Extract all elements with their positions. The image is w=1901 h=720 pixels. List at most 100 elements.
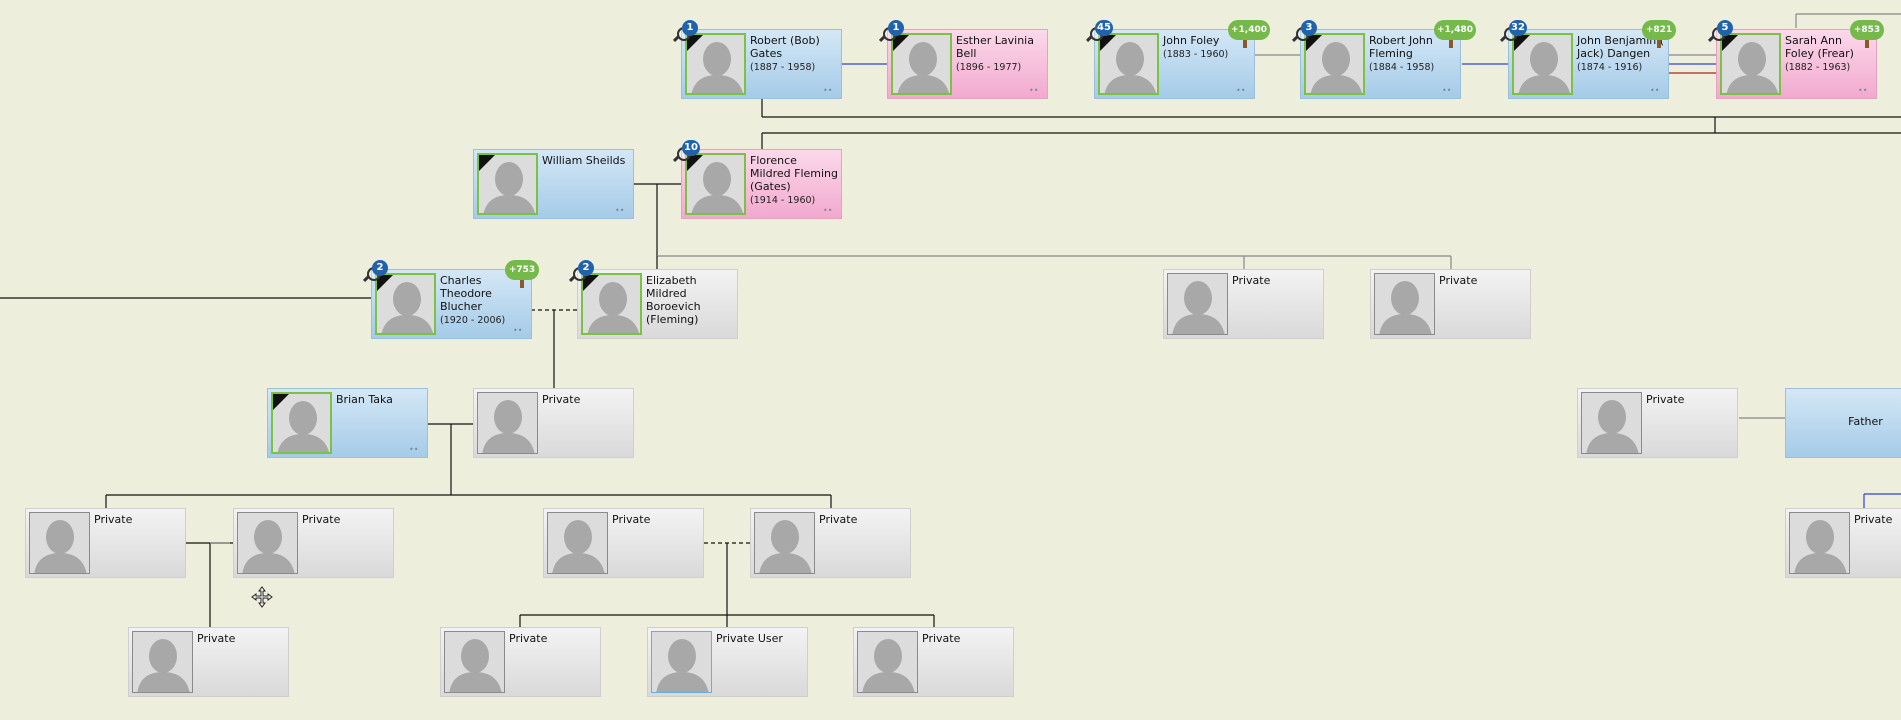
person-silhouette-icon[interactable] xyxy=(754,512,815,574)
records-count-badge[interactable]: 10 xyxy=(682,140,700,156)
person-name[interactable]: Robert John Fleming xyxy=(1369,34,1433,60)
records-count-badge[interactable]: 45 xyxy=(1095,20,1113,36)
magnifier-icon[interactable]: 3 xyxy=(1291,20,1318,47)
person-silhouette-icon[interactable] xyxy=(1720,33,1781,95)
person-card[interactable]: John Foley(1883 - 1960)••45+1,400 xyxy=(1085,20,1271,99)
person-card[interactable]: Esther Lavinia Bell(1896 - 1977)••1 xyxy=(878,20,1048,99)
person-card[interactable]: Charles Theodore Blucher(1920 - 2006)••2… xyxy=(362,260,539,339)
person-silhouette-icon[interactable] xyxy=(1098,33,1159,95)
person-silhouette-icon[interactable] xyxy=(1512,33,1573,95)
person-card[interactable]: Private User xyxy=(647,627,808,697)
person-name[interactable]: William Sheilds xyxy=(542,154,626,167)
person-card[interactable]: Private xyxy=(25,508,186,578)
person-name[interactable]: Private xyxy=(612,513,651,526)
person-name[interactable]: Florence Mildred Fleming (Gates) xyxy=(750,154,838,193)
person-silhouette-icon[interactable] xyxy=(891,33,952,95)
person-silhouette-icon[interactable] xyxy=(1789,512,1850,574)
person-name[interactable]: Private xyxy=(542,393,581,406)
person-silhouette-icon[interactable] xyxy=(237,512,298,574)
person-card[interactable]: Private xyxy=(128,627,289,697)
person-name[interactable]: Private xyxy=(94,513,133,526)
records-count-badge[interactable]: 3 xyxy=(1301,20,1317,36)
person-name[interactable]: Private xyxy=(1646,393,1685,406)
magnifier-icon[interactable]: 2 xyxy=(568,260,595,287)
magnifier-icon[interactable]: 32 xyxy=(1499,20,1527,47)
person-silhouette-icon[interactable] xyxy=(1374,273,1435,335)
person-silhouette-icon[interactable] xyxy=(651,631,712,693)
person-card[interactable]: Father xyxy=(1785,388,1901,458)
magnifier-icon[interactable]: 1 xyxy=(878,20,905,47)
person-name[interactable]: Private xyxy=(1439,274,1478,287)
person-name[interactable]: Private xyxy=(1854,513,1893,526)
person-card[interactable]: John Benjamin ( Jack) Dangen(1874 - 1916… xyxy=(1499,20,1676,99)
person-name[interactable]: John Benjamin ( Jack) Dangen xyxy=(1577,34,1665,60)
card-menu-icon[interactable]: •• xyxy=(1442,86,1452,95)
person-silhouette-icon[interactable] xyxy=(685,153,746,215)
person-silhouette-icon[interactable] xyxy=(1167,273,1228,335)
person-card[interactable]: Robert John Fleming(1884 - 1958)••3+1,48… xyxy=(1291,20,1477,99)
person-silhouette-icon[interactable] xyxy=(857,631,918,693)
person-card[interactable]: Private xyxy=(543,508,704,578)
card-menu-icon[interactable]: •• xyxy=(1236,86,1246,95)
person-card[interactable]: Elizabeth Mildred Boroevich (Fleming) 2 xyxy=(568,260,738,339)
person-card[interactable]: Private xyxy=(750,508,911,578)
person-silhouette-icon[interactable] xyxy=(132,631,193,693)
magnifier-icon[interactable]: 5 xyxy=(1707,20,1734,47)
hints-count-badge[interactable]: +853 xyxy=(1850,20,1884,40)
card-menu-icon[interactable]: •• xyxy=(1029,86,1039,95)
person-card[interactable]: Private xyxy=(1163,269,1324,339)
tree-leaf-icon[interactable]: +853 xyxy=(1850,20,1884,50)
person-card[interactable]: William Sheilds •• xyxy=(473,149,634,219)
tree-leaf-icon[interactable]: +1,400 xyxy=(1228,20,1271,50)
card-menu-icon[interactable]: •• xyxy=(823,86,833,95)
person-card[interactable]: Brian Taka •• xyxy=(267,388,428,458)
card-menu-icon[interactable]: •• xyxy=(1650,86,1660,95)
person-name[interactable]: Elizabeth Mildred Boroevich (Fleming) xyxy=(646,274,701,326)
person-card[interactable]: Florence Mildred Fleming (Gates)(1914 - … xyxy=(672,140,842,219)
person-silhouette-icon[interactable] xyxy=(1304,33,1365,95)
person-card[interactable]: Private xyxy=(1785,508,1901,578)
person-silhouette-icon[interactable] xyxy=(581,273,642,335)
records-count-badge[interactable]: 32 xyxy=(1509,20,1527,36)
person-name[interactable]: Esther Lavinia Bell xyxy=(956,34,1034,60)
person-silhouette-icon[interactable] xyxy=(477,153,538,215)
person-silhouette-icon[interactable] xyxy=(29,512,90,574)
person-silhouette-icon[interactable] xyxy=(375,273,436,335)
person-silhouette-icon[interactable] xyxy=(547,512,608,574)
tree-leaf-icon[interactable]: +1,480 xyxy=(1434,20,1477,50)
tree-leaf-icon[interactable]: +753 xyxy=(505,260,539,290)
person-card[interactable]: Private xyxy=(1370,269,1531,339)
magnifier-icon[interactable]: 2 xyxy=(362,260,389,287)
person-name[interactable]: Brian Taka xyxy=(336,393,393,406)
card-menu-icon[interactable]: •• xyxy=(1858,86,1868,95)
person-name[interactable]: Sarah Ann Foley (Frear) xyxy=(1785,34,1854,60)
person-silhouette-icon[interactable] xyxy=(444,631,505,693)
hints-count-badge[interactable]: +753 xyxy=(505,260,539,280)
card-menu-icon[interactable]: •• xyxy=(615,206,625,215)
hints-count-badge[interactable]: +1,400 xyxy=(1228,20,1271,40)
person-name[interactable]: Private xyxy=(1232,274,1271,287)
card-menu-icon[interactable]: •• xyxy=(409,445,419,454)
person-silhouette-icon[interactable] xyxy=(1581,392,1642,454)
tree-leaf-icon[interactable]: +821 xyxy=(1642,20,1676,50)
person-name[interactable]: Robert (Bob) Gates xyxy=(750,34,820,60)
person-name[interactable]: Private xyxy=(302,513,341,526)
records-count-badge[interactable]: 2 xyxy=(578,260,594,276)
card-menu-icon[interactable]: •• xyxy=(823,206,833,215)
records-count-badge[interactable]: 2 xyxy=(372,260,388,276)
person-silhouette-icon[interactable] xyxy=(477,392,538,454)
person-silhouette-icon[interactable] xyxy=(685,33,746,95)
records-count-badge[interactable]: 1 xyxy=(682,20,698,36)
person-name[interactable]: Private xyxy=(509,632,548,645)
person-name[interactable]: Private User xyxy=(716,632,783,645)
person-card[interactable]: Private xyxy=(473,388,634,458)
person-card[interactable]: Sarah Ann Foley (Frear)(1882 - 1963)••5+… xyxy=(1707,20,1884,99)
person-card[interactable]: Robert (Bob) Gates(1887 - 1958)••1 xyxy=(672,20,842,99)
person-name[interactable]: Charles Theodore Blucher xyxy=(440,274,492,313)
person-card[interactable]: Private xyxy=(1577,388,1738,458)
magnifier-icon[interactable]: 45 xyxy=(1085,20,1113,47)
hints-count-badge[interactable]: +1,480 xyxy=(1434,20,1477,40)
magnifier-icon[interactable]: 10 xyxy=(672,140,700,167)
person-card[interactable]: Private xyxy=(440,627,601,697)
